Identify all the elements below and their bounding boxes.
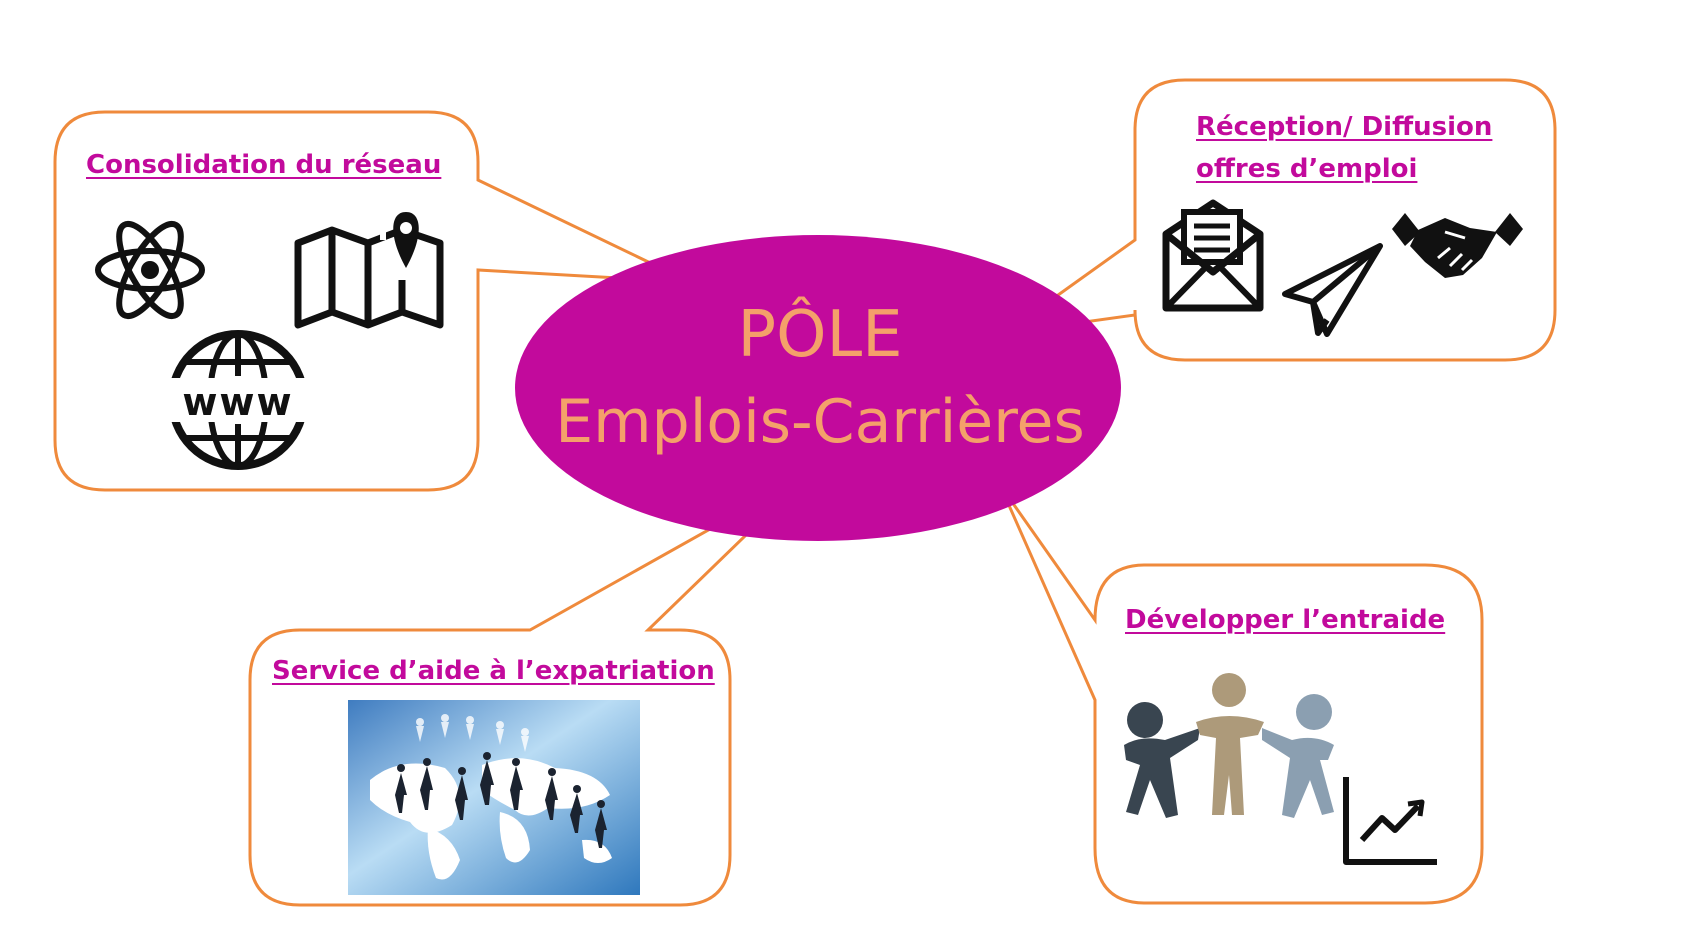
world-map-image xyxy=(348,700,640,895)
globe-www-icon: www xyxy=(162,330,314,470)
callout-offers xyxy=(1004,78,1557,362)
center-title-line1: PÔLE xyxy=(737,298,903,372)
offers-title-line2: offres d’emploi xyxy=(1196,154,1418,184)
paper-plane-icon xyxy=(1282,243,1383,337)
people-group-icon xyxy=(1124,673,1334,818)
network-title: Consolidation du réseau xyxy=(86,150,442,180)
atom-icon xyxy=(95,220,205,320)
handshake-icon xyxy=(1392,213,1523,278)
envelope-icon xyxy=(1162,199,1264,312)
www-label: www xyxy=(182,380,293,424)
center-title-line2: Emplois-Carrières xyxy=(555,387,1085,457)
expat-title: Service d’aide à l’expatriation xyxy=(272,656,715,686)
center-ellipse xyxy=(515,235,1121,541)
mutual-title: Développer l’entraide xyxy=(1125,605,1446,635)
offers-title-line1: Réception/ Diffusion xyxy=(1196,112,1493,142)
map-pin-icon xyxy=(294,212,444,329)
growth-chart-icon xyxy=(1343,777,1437,865)
